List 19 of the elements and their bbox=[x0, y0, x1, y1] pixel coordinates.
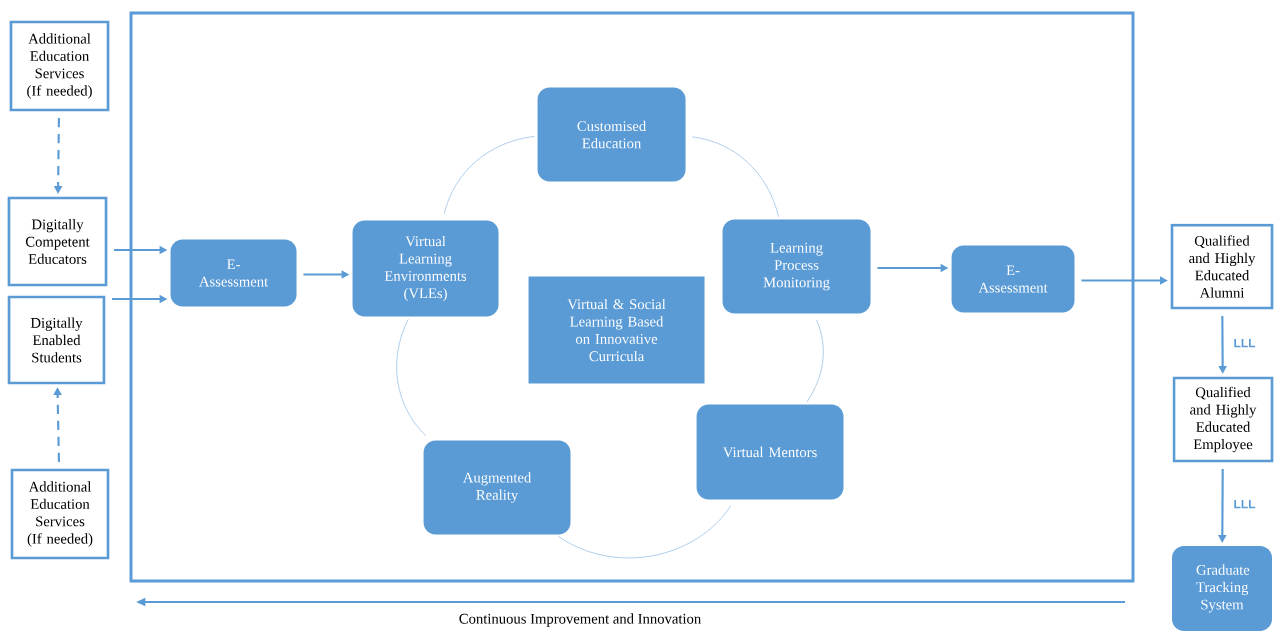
edge-label: LLL bbox=[1234, 338, 1256, 348]
rounded-box: E-Assessment bbox=[170, 239, 297, 307]
rounded-box: Virtual Mentors bbox=[696, 404, 844, 500]
outlined-box: Digitally Enabled Students bbox=[7, 295, 106, 385]
rounded-box: Learning Process Monitoring bbox=[722, 219, 871, 314]
rounded-box: Graduate Tracking System bbox=[1172, 545, 1272, 632]
edge-label: LLL bbox=[1234, 499, 1256, 509]
frame-box bbox=[129, 11, 1135, 583]
outlined-box: Digitally Competent Educators bbox=[7, 196, 108, 287]
rounded-box: Augmented Reality bbox=[423, 440, 571, 535]
outlined-box: Additional Education Services (If needed) bbox=[10, 468, 110, 560]
outlined-box: Additional Education Services (If needed) bbox=[9, 20, 110, 112]
rounded-box: Virtual Learning Environments (VLEs) bbox=[352, 220, 499, 317]
caption-text: Continuous Improvement and Innovation bbox=[459, 613, 701, 627]
rounded-box: Customised Education bbox=[537, 87, 686, 182]
process-box: Virtual & Social Learning Based on Innovative Curricula bbox=[528, 276, 705, 384]
outlined-box: Qualified and Highly Educated Employee bbox=[1172, 376, 1274, 463]
rounded-box: E-Assessment bbox=[951, 245, 1075, 313]
outlined-box: Qualified and Highly Educated Alumni bbox=[1170, 223, 1274, 310]
